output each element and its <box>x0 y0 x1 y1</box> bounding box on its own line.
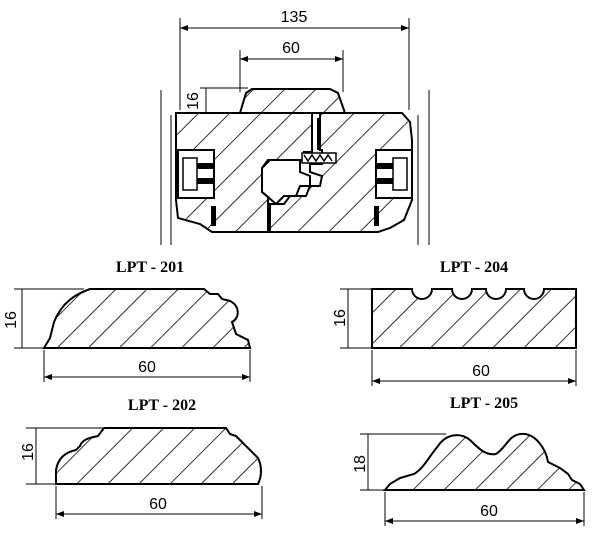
dimension-135-label: 135 <box>281 9 308 26</box>
center-seal <box>301 118 337 164</box>
dimension-60-top: 60 <box>239 40 344 92</box>
profile-lpt-202-shape <box>55 427 262 485</box>
profile-lpt-202-width: 60 <box>149 496 167 513</box>
profile-lpt-205-label: LPT - 205 <box>450 395 518 412</box>
profile-lpt-204-width: 60 <box>472 363 490 380</box>
profile-lpt-204: LPT - 204 16 60 <box>332 259 577 386</box>
profile-lpt-205-width: 60 <box>480 503 498 520</box>
dimension-16-top-label: 16 <box>185 92 202 110</box>
assembly-section: 135 60 16 <box>160 9 430 245</box>
profile-lpt-204-height: 16 <box>332 309 349 327</box>
right-hardware <box>374 149 413 226</box>
tongue-detail <box>261 159 311 206</box>
profile-lpt-201: LPT - 201 16 60 <box>3 259 252 382</box>
left-hardware <box>177 149 216 226</box>
top-cap-profile <box>238 88 347 114</box>
profile-lpt-201-label: LPT - 201 <box>116 259 184 276</box>
profile-lpt-201-shape <box>42 288 252 349</box>
dimension-16-top: 16 <box>185 87 248 114</box>
profile-lpt-201-height: 16 <box>3 311 20 329</box>
profile-lpt-205-height: 18 <box>352 455 369 473</box>
dimension-135: 135 <box>179 9 410 110</box>
profile-lpt-205: LPT - 205 18 60 <box>352 395 586 526</box>
profile-lpt-204-shape <box>371 288 577 349</box>
profile-lpt-205-shape <box>382 432 586 491</box>
profile-lpt-202-label: LPT - 202 <box>128 397 196 414</box>
profile-lpt-201-width: 60 <box>138 359 156 376</box>
profile-lpt-202: LPT - 202 16 60 <box>20 397 263 519</box>
profile-lpt-204-label: LPT - 204 <box>440 259 508 276</box>
profile-lpt-202-height: 16 <box>20 443 37 461</box>
dimension-60-top-label: 60 <box>282 40 300 57</box>
